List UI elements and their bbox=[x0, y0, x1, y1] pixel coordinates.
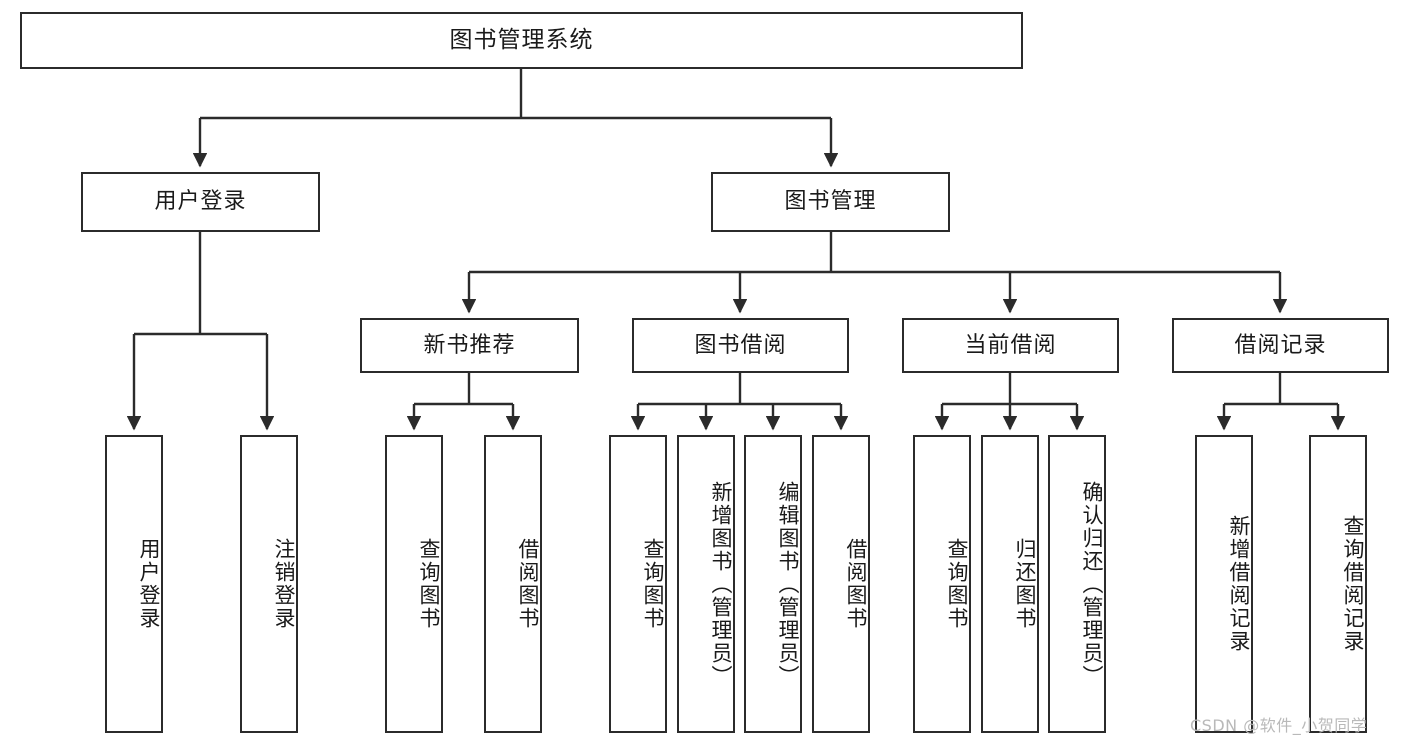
leaf-add-borrow-record[interactable]: 新增借阅记录 bbox=[1195, 435, 1253, 733]
node-label: 用户登录 bbox=[137, 538, 161, 630]
node-label: 图书借阅 bbox=[694, 332, 787, 358]
leaf-query-book-recommend[interactable]: 查询图书 bbox=[385, 435, 443, 733]
leaf-query-book-borrow[interactable]: 查询图书 bbox=[609, 435, 667, 733]
leaf-return-book[interactable]: 归还图书 bbox=[981, 435, 1039, 733]
node-label: 用户登录 bbox=[154, 189, 247, 214]
node-label: 借阅图书 bbox=[844, 538, 868, 630]
node-current-borrow[interactable]: 当前借阅 bbox=[902, 318, 1119, 373]
node-label: 确认归还（管理员） bbox=[1080, 480, 1104, 688]
node-label: 查询借阅记录 bbox=[1341, 515, 1365, 653]
node-label: 查询图书 bbox=[417, 538, 441, 630]
node-label: 编辑图书（管理员） bbox=[776, 480, 800, 688]
node-label: 新书推荐 bbox=[423, 332, 516, 358]
node-label: 查询图书 bbox=[641, 538, 665, 630]
node-label: 注销登录 bbox=[272, 538, 296, 630]
leaf-edit-book-admin[interactable]: 编辑图书（管理员） bbox=[744, 435, 802, 733]
leaf-user-logout[interactable]: 注销登录 bbox=[240, 435, 298, 733]
node-label: 新增借阅记录 bbox=[1227, 515, 1251, 653]
node-label: 归还图书 bbox=[1013, 538, 1037, 630]
node-new-book-recommend[interactable]: 新书推荐 bbox=[360, 318, 579, 373]
leaf-borrow-book-recommend[interactable]: 借阅图书 bbox=[484, 435, 542, 733]
node-label: 新增图书（管理员） bbox=[709, 480, 733, 688]
node-book-borrow[interactable]: 图书借阅 bbox=[632, 318, 849, 373]
leaf-query-book-current[interactable]: 查询图书 bbox=[913, 435, 971, 733]
leaf-borrow-book[interactable]: 借阅图书 bbox=[812, 435, 870, 733]
node-book-management[interactable]: 图书管理 bbox=[711, 172, 950, 232]
leaf-user-login[interactable]: 用户登录 bbox=[105, 435, 163, 733]
node-root-book-management-system[interactable]: 图书管理系统 bbox=[20, 12, 1023, 69]
node-label: 当前借阅 bbox=[964, 332, 1057, 358]
leaf-confirm-return-admin[interactable]: 确认归还（管理员） bbox=[1048, 435, 1106, 733]
node-user-login[interactable]: 用户登录 bbox=[81, 172, 320, 232]
node-label: 借阅图书 bbox=[516, 538, 540, 630]
leaf-query-borrow-record[interactable]: 查询借阅记录 bbox=[1309, 435, 1367, 733]
csdn-watermark: CSDN @软件_小贺同学 bbox=[1190, 716, 1368, 735]
leaf-add-book-admin[interactable]: 新增图书（管理员） bbox=[677, 435, 735, 733]
node-label: 借阅记录 bbox=[1234, 332, 1327, 358]
node-label: 图书管理 bbox=[784, 189, 877, 214]
node-label: 查询图书 bbox=[945, 538, 969, 630]
node-label: 图书管理系统 bbox=[449, 27, 594, 53]
node-borrow-record[interactable]: 借阅记录 bbox=[1172, 318, 1389, 373]
